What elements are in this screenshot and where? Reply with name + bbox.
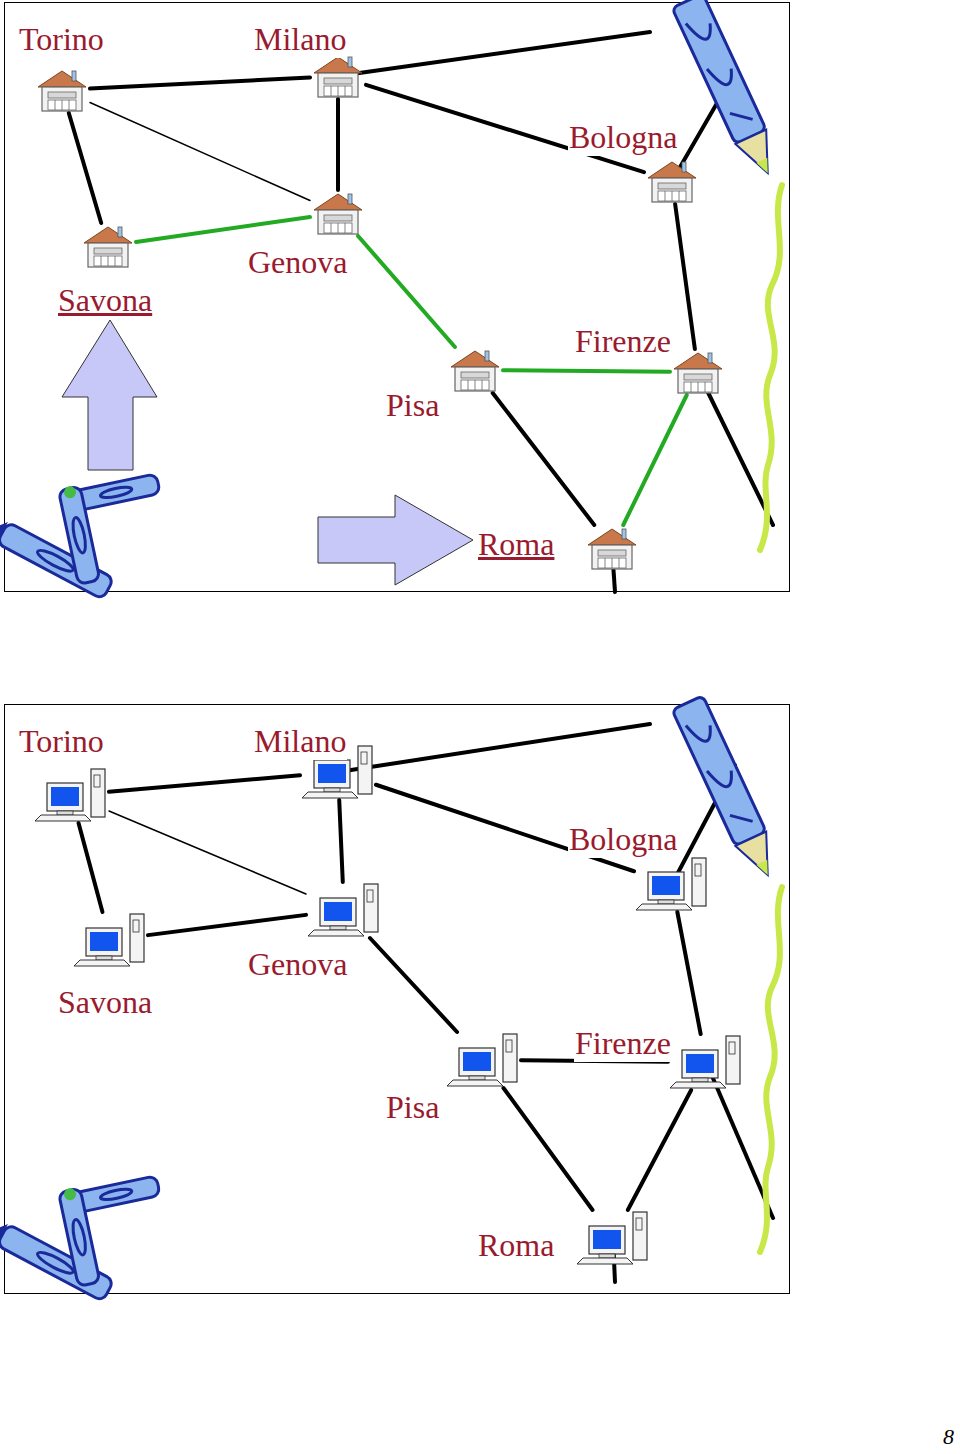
network-link bbox=[79, 823, 103, 912]
block-arrow bbox=[318, 495, 473, 585]
city-name: Firenze bbox=[574, 322, 672, 360]
city-computer: Genova bbox=[306, 882, 382, 938]
city-house: Milano bbox=[310, 53, 366, 99]
crayon-stroke bbox=[760, 185, 782, 550]
pen-illustration bbox=[672, 0, 783, 180]
computer-icon bbox=[445, 1032, 521, 1088]
house-icon bbox=[310, 190, 366, 236]
network-link bbox=[358, 236, 455, 347]
city-name: Firenze bbox=[574, 1024, 672, 1062]
city-computer: Pisa bbox=[445, 1032, 521, 1088]
computer-icon bbox=[634, 856, 710, 912]
network-link bbox=[675, 204, 695, 349]
house-icon bbox=[310, 53, 366, 99]
city-name: Pisa bbox=[385, 386, 440, 424]
network-link bbox=[503, 370, 670, 371]
page-number: 8 bbox=[943, 1424, 954, 1450]
network-link bbox=[677, 912, 700, 1034]
city-name: Torino bbox=[18, 20, 105, 58]
city-name: Pisa bbox=[385, 1088, 440, 1126]
network-link bbox=[336, 99, 340, 190]
city-house: Genova bbox=[310, 190, 366, 236]
computer-icon bbox=[668, 1034, 744, 1090]
city-computer: Firenze bbox=[668, 1034, 744, 1090]
crayons-illustration bbox=[0, 474, 160, 600]
city-name: Milano bbox=[253, 20, 347, 58]
city-name: Milano bbox=[253, 722, 347, 760]
network-link bbox=[69, 113, 101, 223]
city-computer: Bologna bbox=[634, 856, 710, 912]
city-name: Savona bbox=[57, 983, 153, 1021]
city-name: Bologna bbox=[568, 820, 678, 858]
network-link bbox=[623, 395, 687, 525]
city-name: Bologna bbox=[568, 118, 678, 156]
city-name: Roma bbox=[477, 525, 555, 563]
network-link bbox=[136, 217, 310, 242]
city-house: Pisa bbox=[447, 347, 503, 393]
network-link bbox=[109, 811, 306, 894]
city-name: Roma bbox=[477, 1226, 555, 1264]
network-link bbox=[90, 102, 310, 200]
computer-icon bbox=[72, 912, 148, 968]
computer-icon bbox=[306, 882, 382, 938]
computer-icon bbox=[575, 1210, 651, 1266]
house-icon bbox=[644, 158, 700, 204]
city-house: Roma bbox=[584, 525, 640, 571]
network-link bbox=[90, 77, 310, 88]
block-arrow bbox=[62, 320, 157, 470]
city-house: Torino bbox=[34, 67, 90, 113]
city-house: Bologna bbox=[644, 158, 700, 204]
city-name: Torino bbox=[18, 722, 105, 760]
house-icon bbox=[34, 67, 90, 113]
city-computer: Roma bbox=[575, 1210, 651, 1266]
network-link bbox=[148, 915, 306, 935]
city-name: Genova bbox=[247, 945, 349, 983]
city-computer: Torino bbox=[33, 767, 109, 823]
house-icon bbox=[80, 223, 136, 269]
crayon-stroke bbox=[760, 887, 782, 1252]
outgoing-lines bbox=[338, 32, 773, 1282]
network-link bbox=[503, 1088, 592, 1210]
panel-frame bbox=[5, 3, 790, 592]
city-name: Savona bbox=[57, 281, 153, 319]
crayons-illustration bbox=[0, 1176, 160, 1302]
house-icon bbox=[670, 349, 726, 395]
pen-illustration bbox=[672, 696, 783, 883]
city-computer: Savona bbox=[72, 912, 148, 968]
network-link bbox=[109, 775, 300, 791]
computer-icon bbox=[33, 767, 109, 823]
city-house: Firenze bbox=[670, 349, 726, 395]
network-link bbox=[370, 938, 457, 1032]
network-link bbox=[628, 1090, 691, 1210]
network-link bbox=[339, 800, 343, 882]
house-icon bbox=[584, 525, 640, 571]
city-house: Savona bbox=[80, 223, 136, 269]
network-link bbox=[493, 393, 595, 525]
city-name: Genova bbox=[247, 243, 349, 281]
house-icon bbox=[447, 347, 503, 393]
panel-frame bbox=[5, 705, 790, 1294]
city-computer: Milano bbox=[300, 744, 376, 800]
